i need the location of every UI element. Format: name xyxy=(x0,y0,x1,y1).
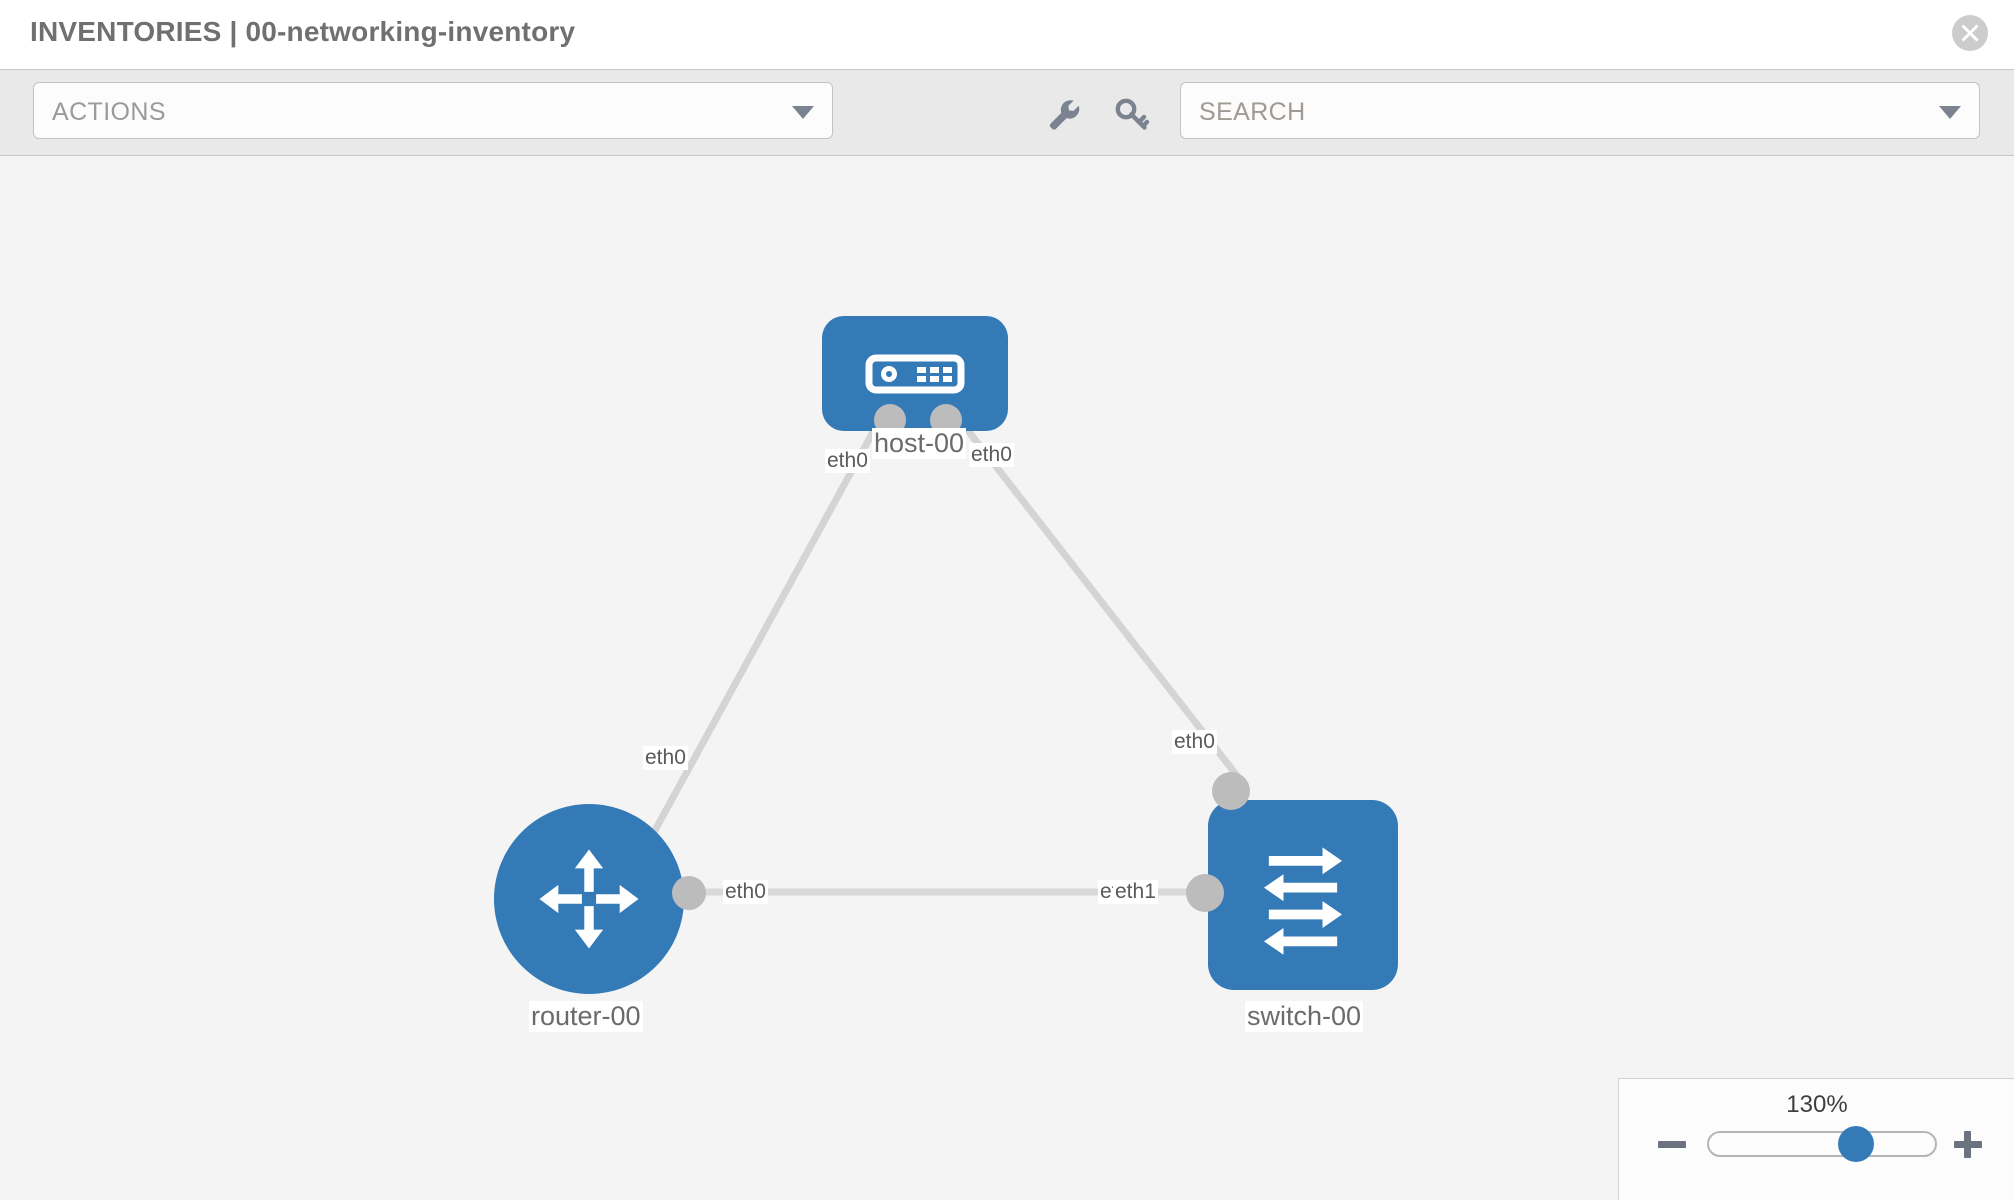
edge-host-router xyxy=(626,399,894,878)
switch-node-shape[interactable] xyxy=(1208,800,1398,990)
router-nub-right[interactable] xyxy=(672,876,706,910)
zoom-level-value: 130% xyxy=(1786,1091,1848,1118)
chevron-down-icon xyxy=(792,106,814,119)
zoom-slider-thumb[interactable] xyxy=(1838,1126,1874,1162)
topology-canvas[interactable]: host-00 eth0 eth0 router-00 eth0 eth0 et… xyxy=(0,156,2014,1200)
node-label-switch-00: switch-00 xyxy=(1245,1001,1364,1032)
switch-nub-left[interactable] xyxy=(1186,874,1224,912)
close-icon[interactable] xyxy=(1952,15,1988,51)
zoom-out-button[interactable] xyxy=(1655,1127,1689,1161)
search-placeholder: SEARCH xyxy=(1199,98,1306,126)
toolbar: ACTIONS SEARCH xyxy=(0,70,2014,156)
zoom-in-button[interactable] xyxy=(1951,1127,1985,1161)
server-appliance-icon xyxy=(865,354,965,393)
node-host-00[interactable] xyxy=(822,316,1008,431)
iface-label-host-left: eth0 xyxy=(825,449,870,473)
zoom-slider-track[interactable] xyxy=(1707,1131,1937,1157)
iface-label-router-right: eth0 xyxy=(723,880,768,904)
key-icon[interactable] xyxy=(1112,94,1152,134)
search-input[interactable]: SEARCH xyxy=(1180,82,1980,139)
node-switch-00[interactable] xyxy=(1208,800,1398,990)
iface-label-switch-up: eth0 xyxy=(1172,730,1217,754)
zoom-control-panel: 130% xyxy=(1618,1078,2014,1200)
actions-dropdown-label: ACTIONS xyxy=(52,98,166,126)
topology-edges xyxy=(626,398,1248,896)
node-label-host-00: host-00 xyxy=(872,428,967,459)
switch-arrows-icon xyxy=(1263,847,1343,955)
router-arrows-icon xyxy=(539,849,639,949)
wrench-icon[interactable] xyxy=(1044,94,1084,134)
host-node-shape[interactable] xyxy=(822,316,1008,431)
chevron-down-icon[interactable] xyxy=(1939,106,1961,119)
router-node-shape[interactable] xyxy=(494,804,684,994)
node-router-00[interactable] xyxy=(494,804,684,994)
page-header: INVENTORIES | 00-networking-inventory xyxy=(0,0,2014,70)
actions-dropdown[interactable]: ACTIONS xyxy=(33,82,833,139)
node-label-router-00: router-00 xyxy=(529,1001,643,1032)
iface-label-host-right: eth0 xyxy=(969,443,1014,467)
iface-label-switch-left: eth1 xyxy=(1113,880,1158,904)
page-title: INVENTORIES | 00-networking-inventory xyxy=(30,16,576,47)
iface-label-router-uplink: eth0 xyxy=(643,746,688,770)
switch-nub-top[interactable] xyxy=(1212,772,1250,810)
